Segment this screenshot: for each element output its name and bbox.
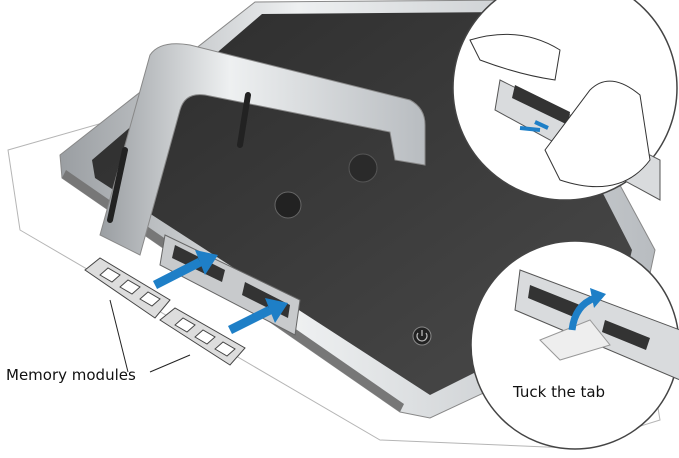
imac-stand (99, 43, 426, 256)
speaker-grille (348, 153, 378, 183)
detail-circle-tuck (470, 240, 679, 450)
memory-module-1 (84, 257, 171, 319)
memory-module-2 (159, 307, 246, 366)
insert-arrow-icon (152, 257, 203, 290)
detail-circle-release (452, 0, 678, 201)
insert-arrow-icon (227, 305, 273, 335)
tuck-arrow-icon (568, 294, 597, 331)
security-port (274, 191, 302, 219)
memory-modules-label: Memory modules (6, 366, 136, 384)
tuck-tab-label: Tuck the tab (513, 383, 606, 401)
